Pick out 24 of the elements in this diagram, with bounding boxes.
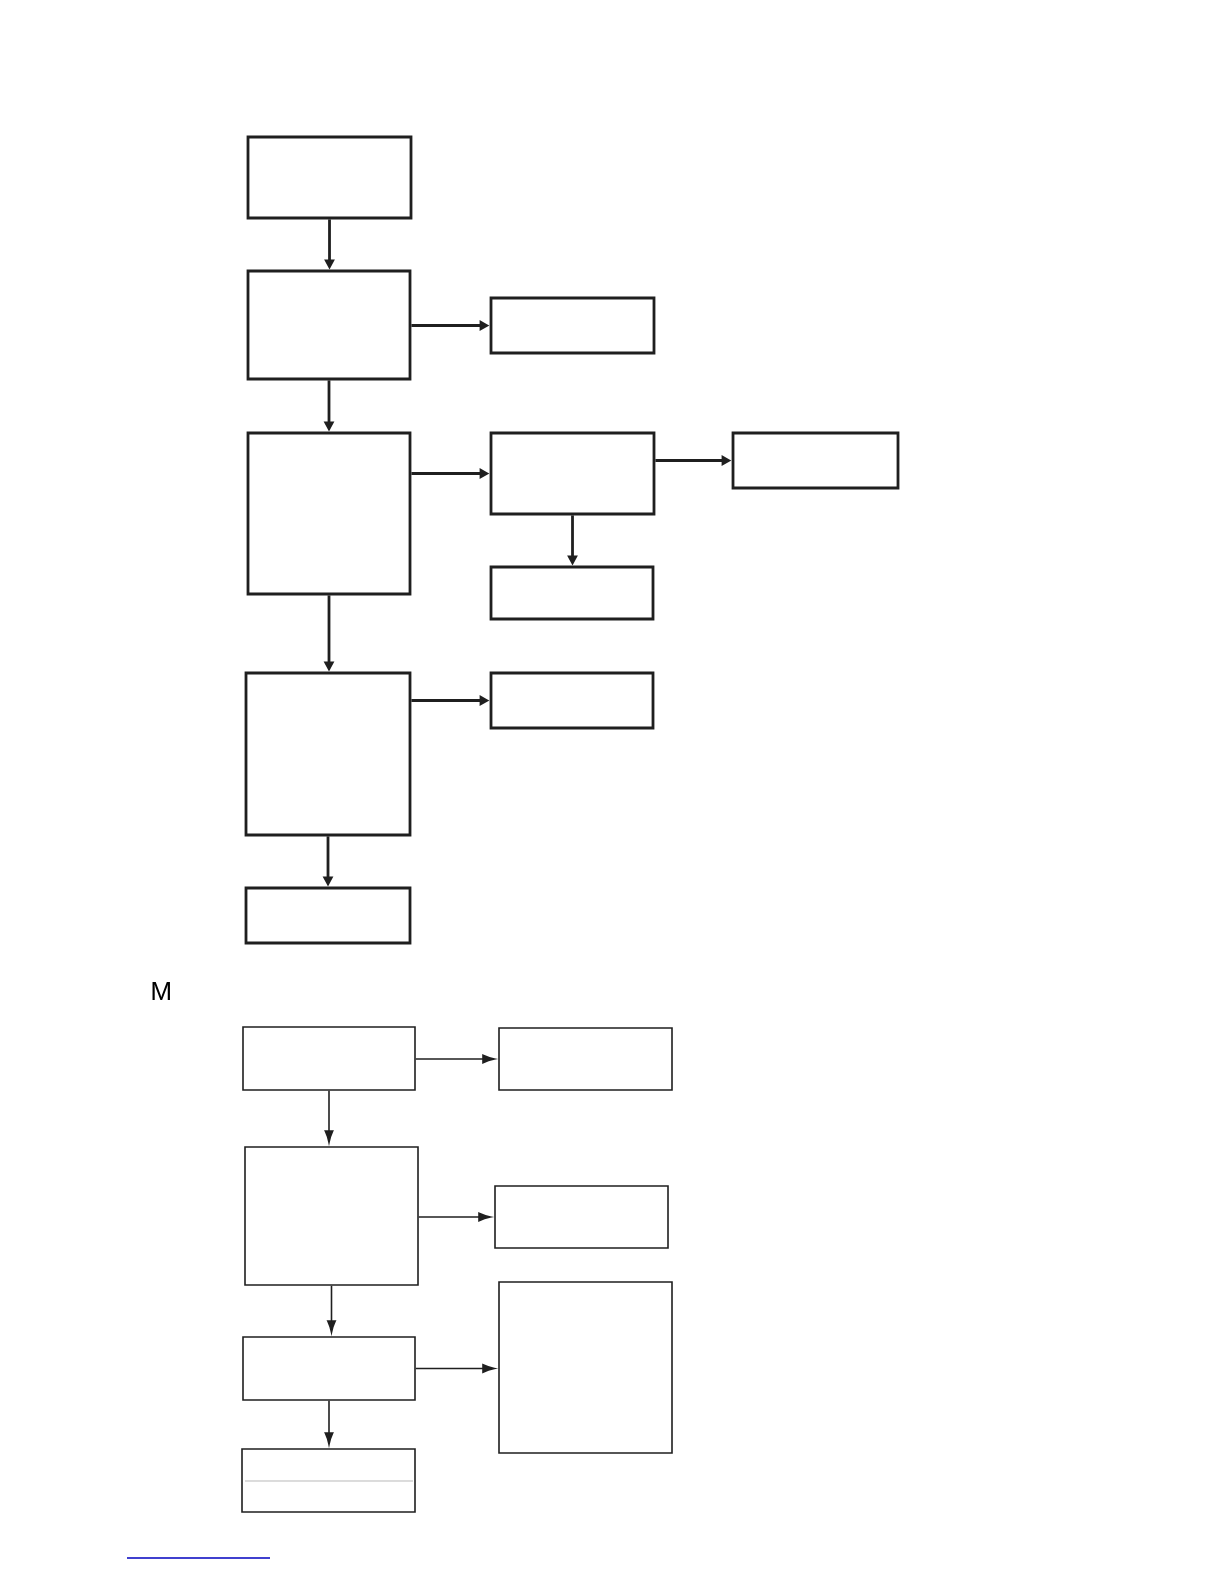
arrow (415, 1363, 496, 1373)
process-box (494, 1185, 669, 1249)
process-box (489, 296, 656, 355)
process-box (244, 671, 412, 837)
process-box (489, 671, 655, 730)
process-box (246, 269, 412, 381)
process-box (489, 565, 655, 621)
process-box (498, 1027, 673, 1091)
process-box (242, 1336, 416, 1401)
arrow (324, 1090, 334, 1144)
process-box (498, 1281, 673, 1454)
process-box (244, 886, 412, 945)
process-box (731, 431, 900, 490)
process-box (489, 431, 656, 516)
arrow (418, 1212, 492, 1222)
section-letter: M (152, 982, 170, 1000)
arrow (326, 1285, 337, 1334)
process-box (242, 1026, 416, 1091)
arrow (415, 1054, 496, 1064)
arrow (324, 1400, 334, 1446)
process-box (246, 135, 413, 220)
process-box (241, 1448, 416, 1513)
process-box (246, 431, 412, 596)
process-box (244, 1146, 419, 1286)
